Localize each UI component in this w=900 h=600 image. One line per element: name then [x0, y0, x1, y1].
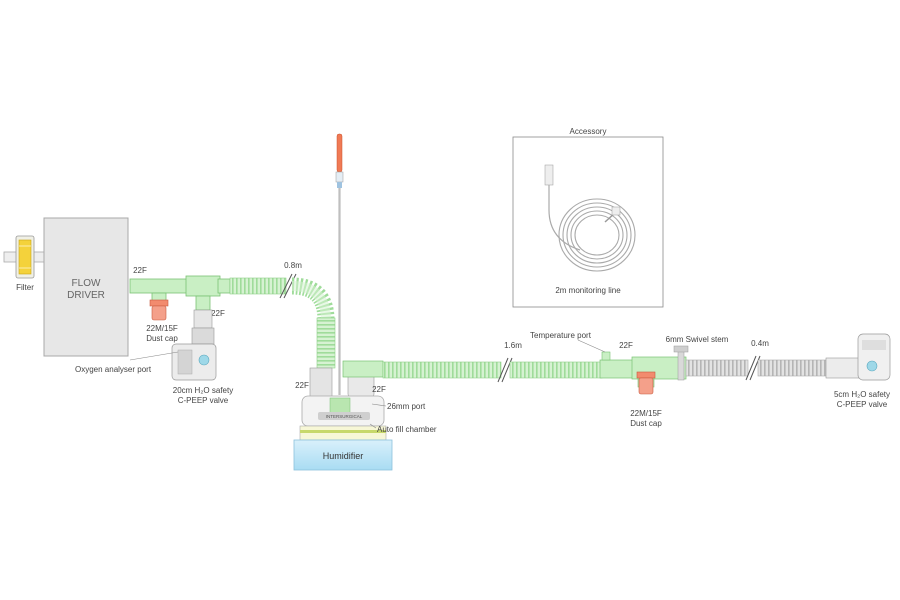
peep-valve-20cm — [171, 309, 217, 381]
peep5-label-2: C-PEEP valve — [837, 400, 888, 409]
tube-0-4m-left — [685, 359, 749, 377]
inspiratory-tube-cuff — [342, 360, 384, 378]
filter — [3, 235, 47, 279]
humidifier-brand-label: INTERSURGICAL — [326, 414, 363, 419]
left-dust-cap-label-2: Dust cap — [146, 334, 178, 343]
left-22f-mid-label: 22F — [211, 309, 225, 318]
right-dust-cap-label-2: Dust cap — [630, 419, 662, 428]
humidifier-22f-right-label: 22F — [372, 385, 386, 394]
tube-1-6m-label: 1.6m — [504, 341, 522, 350]
auto-fill-chamber-label: Auto fill chamber — [377, 425, 437, 434]
peep20-label-1: 20cm H₂O safety — [173, 386, 233, 395]
accessory-title: Accessory — [570, 127, 607, 136]
left-dust-cap — [149, 299, 169, 321]
swivel-stem-label: 6mm Swivel stem — [666, 335, 729, 344]
flow-driver-label-line2: DRIVER — [67, 290, 105, 301]
humidifier-label: Humidifier — [323, 451, 364, 461]
oxygen-analyser-port-label: Oxygen analyser port — [75, 365, 152, 374]
tube-0-8m-horizontal — [229, 277, 287, 295]
chamber-inlet-connector — [309, 367, 333, 399]
monitoring-line-coil — [544, 164, 636, 272]
tube-1-6m-right — [509, 361, 603, 379]
right-dust-cap — [636, 371, 656, 395]
tube-0-4m-label: 0.4m — [751, 339, 769, 348]
tube-break-mark-08 — [279, 273, 293, 299]
swivel-stem — [673, 345, 689, 381]
left-connector-assembly — [129, 275, 231, 311]
left-dust-cap-label-1: 22M/15F — [146, 324, 178, 333]
right-dust-cap-label-1: 22M/15F — [630, 409, 662, 418]
flow-driver-box — [43, 217, 129, 357]
humidifier-22f-left-label: 22F — [295, 381, 309, 390]
right-connector-assembly — [599, 351, 687, 388]
peep20-label-2: C-PEEP valve — [178, 396, 229, 405]
flow-driver-label-line1: FLOW — [72, 278, 101, 289]
tube-0-4m-right — [757, 359, 829, 377]
port-26mm-label: 26mm port — [387, 402, 426, 411]
accessory-box — [512, 136, 664, 308]
tube-0-8m-vertical — [316, 317, 336, 369]
tube-1-6m-left — [382, 361, 502, 379]
right-22f-label: 22F — [619, 341, 633, 350]
peep5-label-1: 5cm H₂O safety — [834, 390, 890, 399]
temperature-port-label: Temperature port — [530, 331, 592, 340]
peep-valve-5cm — [825, 333, 891, 381]
filter-label: Filter — [16, 283, 34, 292]
tube-0-8m-label: 0.8m — [284, 261, 302, 270]
temperature-probe — [335, 133, 344, 395]
left-22f-top-label: 22F — [133, 266, 147, 275]
accessory-caption: 2m monitoring line — [555, 286, 621, 295]
humidifier-base — [293, 439, 393, 471]
